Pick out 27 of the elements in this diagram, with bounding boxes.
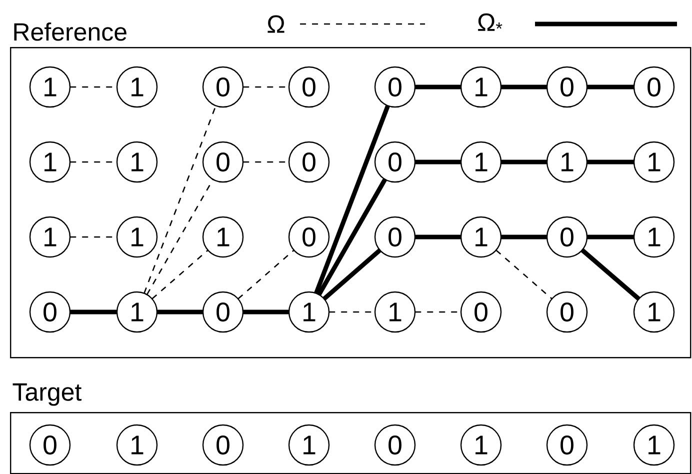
connector-line <box>501 234 547 240</box>
panel-box <box>10 412 692 474</box>
connector-line <box>314 104 390 294</box>
panel-heading: Reference <box>14 22 126 41</box>
connector-line <box>238 250 294 300</box>
legend-label: Ω <box>268 15 284 33</box>
connector-line <box>587 160 634 164</box>
connector-line <box>415 160 461 164</box>
connector-line <box>496 250 552 300</box>
connector-line <box>587 234 634 240</box>
connector-line <box>580 248 640 301</box>
legend-label: Ω$_{*}$ <box>478 13 502 31</box>
connector-line <box>501 160 547 164</box>
connector-line <box>146 179 214 295</box>
connector-line <box>157 310 203 314</box>
panel-box <box>10 47 692 358</box>
connector-line <box>70 310 117 314</box>
connector-line <box>501 84 547 90</box>
connector-line <box>152 250 208 300</box>
connector-line <box>415 234 461 240</box>
connector-line <box>415 84 461 90</box>
connector-line <box>317 178 387 296</box>
panel-heading: Target <box>12 383 82 406</box>
connector-line <box>587 84 634 90</box>
connector-line <box>144 106 216 294</box>
connector-line <box>243 310 289 314</box>
connector-line <box>322 248 382 300</box>
